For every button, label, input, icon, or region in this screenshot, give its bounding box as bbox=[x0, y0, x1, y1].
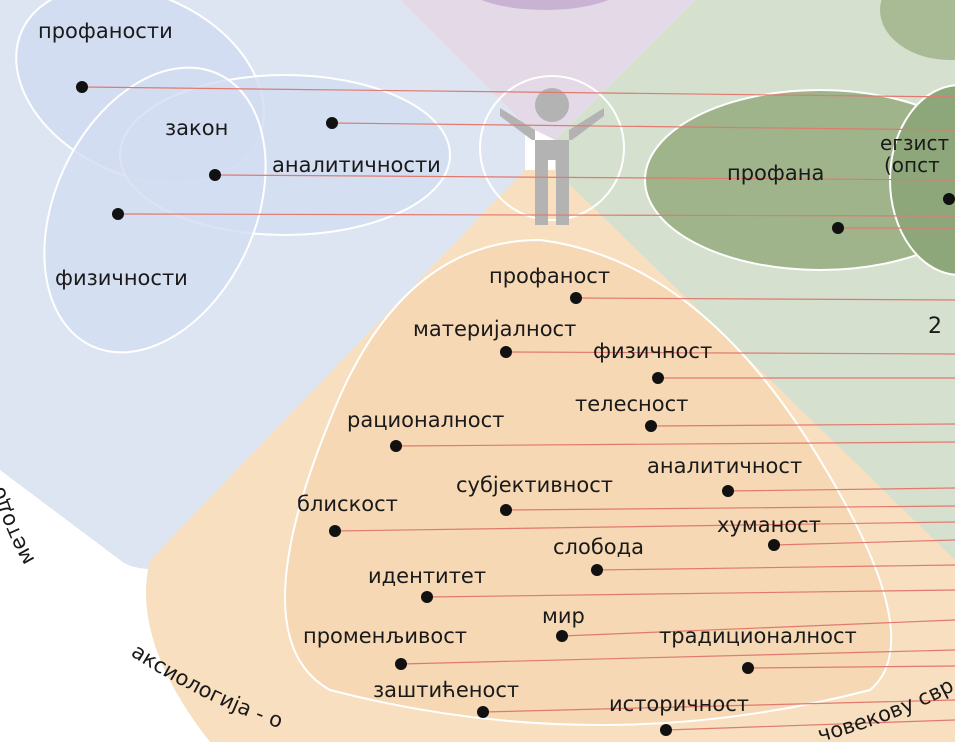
blue-ellipse-fizichnosti bbox=[43, 66, 267, 354]
dot-zashticenost bbox=[477, 706, 489, 718]
dot-zakon bbox=[326, 117, 338, 129]
label-bliskost: блискост bbox=[297, 492, 398, 516]
label-analitichnost: аналитичност bbox=[647, 454, 802, 478]
label-zakon: закон bbox=[165, 116, 228, 140]
green-ellipse-profana bbox=[644, 89, 955, 271]
dot-egzist bbox=[943, 193, 955, 205]
label-promenljivost: променљивост bbox=[303, 624, 467, 648]
dot-tradicionalnost bbox=[742, 662, 754, 674]
label-zashticenost: заштићеност bbox=[373, 678, 519, 702]
dot-istorichnost bbox=[660, 724, 672, 736]
arc-label-left-path: методо bbox=[0, 484, 39, 569]
dot-telesnost bbox=[645, 420, 657, 432]
label-materijalnost: материјалност bbox=[413, 317, 576, 341]
dot-analitichnosti bbox=[209, 169, 221, 181]
label-racionalnost: рационалност bbox=[347, 408, 504, 432]
dot-profana bbox=[832, 222, 844, 234]
label-analitichnosti: аналитичности bbox=[272, 153, 441, 177]
dot-subjektivnost bbox=[500, 504, 512, 516]
dot-analitichnost bbox=[722, 485, 734, 497]
dot-sloboda bbox=[591, 564, 603, 576]
label-fizichnosti: физичности bbox=[55, 266, 188, 290]
dot-fizichnosti bbox=[112, 208, 124, 220]
center-circle bbox=[479, 75, 625, 221]
dot-profanosti bbox=[76, 81, 88, 93]
dot-profanost bbox=[570, 292, 582, 304]
dot-bliskost bbox=[329, 525, 341, 537]
dot-racionalnost bbox=[390, 440, 402, 452]
label-egzist-line2: (опст bbox=[884, 153, 940, 177]
purple-blob bbox=[481, 0, 609, 10]
label-sloboda: слобода bbox=[553, 535, 644, 559]
label-istorichnost: историчност bbox=[609, 692, 749, 716]
person-icon bbox=[500, 88, 604, 225]
label-profanosti: профаности bbox=[38, 19, 173, 43]
purple-sector bbox=[400, 0, 695, 140]
dot-promenljivost bbox=[395, 658, 407, 670]
label-number-2: 2 bbox=[928, 314, 942, 339]
orange-inner-region bbox=[284, 238, 893, 726]
label-humanost: хуманост bbox=[717, 513, 821, 537]
label-mir: мир bbox=[542, 604, 585, 628]
green-ellipse-top bbox=[880, 0, 955, 60]
arc-label-left: методо bbox=[0, 484, 39, 569]
label-egzist-line1: егзист bbox=[880, 131, 949, 155]
dot-humanost bbox=[768, 539, 780, 551]
label-fizichnost: физичност bbox=[593, 339, 712, 363]
label-profanost: профаност bbox=[489, 264, 610, 288]
dot-identitet bbox=[421, 591, 433, 603]
label-identitet: идентитет bbox=[368, 564, 486, 588]
label-subjektivnost: субјективност bbox=[456, 473, 613, 497]
label-telesnost: телесност bbox=[575, 392, 688, 416]
label-tradicionalnost: традиционалност bbox=[659, 624, 857, 648]
dot-fizichnost bbox=[652, 372, 664, 384]
label-profana: профана bbox=[727, 161, 824, 185]
dot-mir bbox=[556, 630, 568, 642]
dot-materijalnost bbox=[500, 346, 512, 358]
